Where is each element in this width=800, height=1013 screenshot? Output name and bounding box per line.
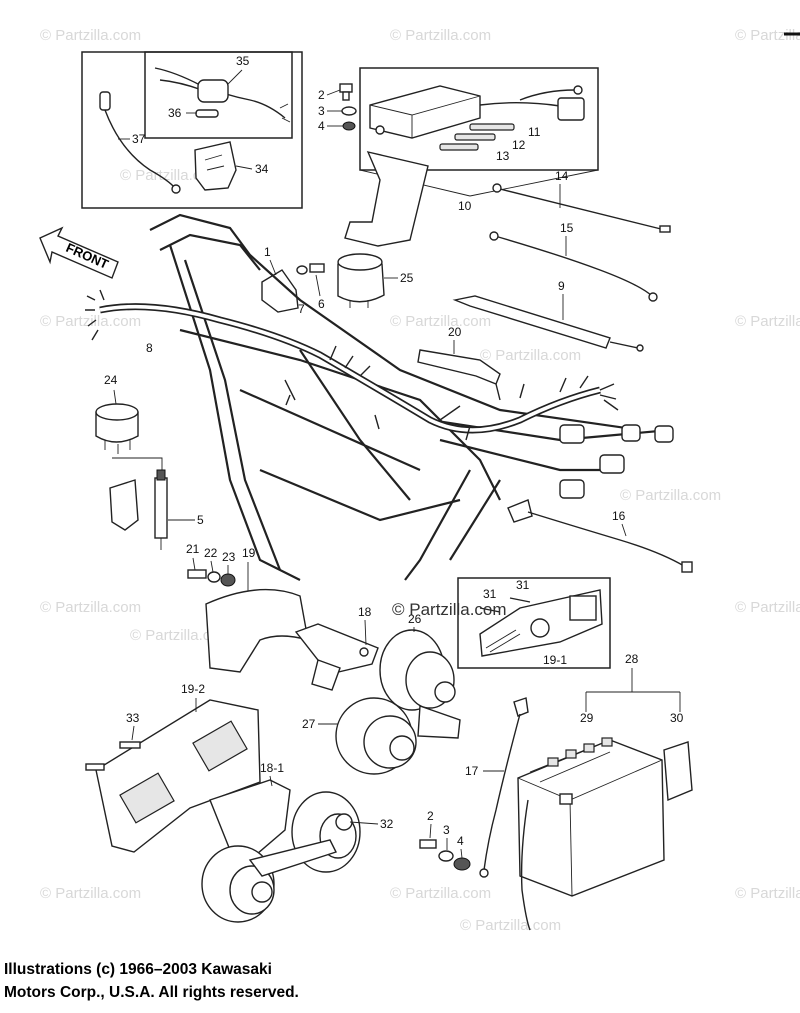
copyright-line-1: Illustrations (c) 1966–2003 Kawasaki xyxy=(4,961,272,978)
callout-2: 2 xyxy=(318,88,325,102)
callout-8: 8 xyxy=(146,341,153,355)
callout-17: 17 xyxy=(465,764,479,778)
cables-14-15: 14 15 xyxy=(489,169,671,302)
callout-27: 27 xyxy=(302,717,316,731)
copyright-line-2: Motors Corp., U.S.A. All rights reserved… xyxy=(4,984,299,1001)
inset-box-topright: 11 12 13 10 xyxy=(359,67,599,213)
part-5: 5 xyxy=(109,457,204,550)
callout-5: 5 xyxy=(197,513,204,527)
callout-14: 14 xyxy=(555,169,569,183)
callout-18-1: 18-1 xyxy=(260,761,284,775)
callout-28: 28 xyxy=(625,652,639,666)
callout-33: 33 xyxy=(126,711,140,725)
callout-31: 31 xyxy=(516,578,530,592)
hardware-21-22-23: 21 22 23 19 xyxy=(186,542,256,592)
callout-2: 2 xyxy=(427,809,434,823)
watermark: © Partzilla.com xyxy=(620,487,721,504)
watermark: © Partzilla.com xyxy=(390,885,491,902)
part-24: 24 xyxy=(95,373,139,454)
callout-30: 30 xyxy=(670,711,684,725)
main-harness: 8 xyxy=(85,289,619,441)
callout-3: 3 xyxy=(318,104,325,118)
callout-3: 3 xyxy=(443,823,450,837)
horn-cover-19 xyxy=(205,588,309,673)
callout-4: 4 xyxy=(318,119,325,133)
callout-9: 9 xyxy=(558,279,565,293)
callout-37: 37 xyxy=(132,132,146,146)
callout-1: 1 xyxy=(264,245,271,259)
watermark: © Partzilla.com xyxy=(735,27,800,44)
watermark: © Partzilla.com xyxy=(130,627,231,644)
callout-10: 10 xyxy=(458,199,472,213)
callout-22: 22 xyxy=(204,546,218,560)
callout-16: 16 xyxy=(612,509,626,523)
callout-31: 31 xyxy=(483,587,497,601)
callout-11: 11 xyxy=(528,125,541,139)
bolt-group-top: 2 3 4 xyxy=(318,83,357,133)
inset-box-19-1: 31 31 19-1 xyxy=(457,577,611,669)
cable-16: 16 xyxy=(507,499,693,573)
watermark: © Partzilla.com xyxy=(735,313,800,330)
parts-1-6-7-25: 1 6 7 25 xyxy=(261,245,414,316)
callout-32: 32 xyxy=(380,817,394,831)
callout-21: 21 xyxy=(186,542,200,556)
center-watermark: © Partzilla.com xyxy=(392,600,507,619)
watermark: © Partzilla.com xyxy=(480,347,581,364)
cable-9: 9 xyxy=(452,279,644,352)
watermark: © Partzilla.com xyxy=(40,313,141,330)
callout-26: 26 xyxy=(408,612,422,626)
cable-17-and-hardware: 17 2 3 4 xyxy=(419,697,529,878)
callout-19-1: 19-1 xyxy=(543,653,567,667)
callout-4: 4 xyxy=(457,834,464,848)
callout-13: 13 xyxy=(496,149,510,163)
callout-35: 35 xyxy=(236,54,250,68)
callout-34: 34 xyxy=(255,162,269,176)
callout-19-2: 19-2 xyxy=(181,682,205,696)
battery-assembly: 28 29 30 xyxy=(517,652,693,931)
horn-assembly-upper: 18 26 27 xyxy=(294,605,461,775)
horn-assembly-lower: 18-1 32 xyxy=(201,761,394,923)
watermark: © Partzilla.com xyxy=(735,599,800,616)
callout-25: 25 xyxy=(400,271,414,285)
inset-box-topleft: 35 36 37 34 xyxy=(81,51,303,209)
callout-7: 7 xyxy=(298,302,305,316)
regulator-bracket xyxy=(344,151,429,247)
watermark: © Partzilla.com xyxy=(40,27,141,44)
watermark-layer: © Partzilla.com © Partzilla.com © Partzi… xyxy=(40,27,800,934)
callout-36: 36 xyxy=(168,106,182,120)
callout-6: 6 xyxy=(318,297,325,311)
watermark: © Partzilla.com xyxy=(460,917,561,934)
callout-20: 20 xyxy=(448,325,462,339)
callout-24: 24 xyxy=(104,373,118,387)
motorcycle-frame xyxy=(149,213,674,581)
callout-15: 15 xyxy=(560,221,574,235)
watermark: © Partzilla.com xyxy=(390,27,491,44)
callout-29: 29 xyxy=(580,711,594,725)
watermark: © Partzilla.com xyxy=(735,885,800,902)
callout-12: 12 xyxy=(512,138,526,152)
front-arrow: FRONT xyxy=(39,226,119,279)
callout-19: 19 xyxy=(242,546,256,560)
cover-19-2: 19-2 33 xyxy=(85,682,261,853)
callout-23: 23 xyxy=(222,550,236,564)
watermark: © Partzilla.com xyxy=(40,885,141,902)
callout-18: 18 xyxy=(358,605,372,619)
watermark: © Partzilla.com xyxy=(40,599,141,616)
watermark: © Partzilla.com xyxy=(390,313,491,330)
